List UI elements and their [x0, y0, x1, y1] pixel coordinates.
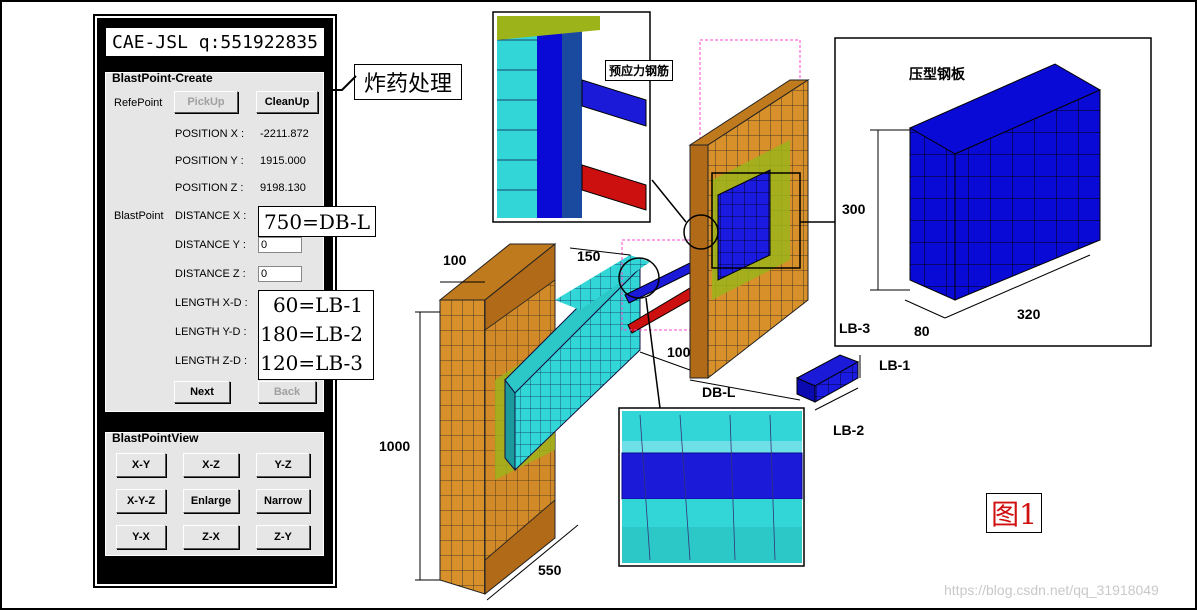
length-x-label: LENGTH X-D : — [175, 297, 248, 309]
inset-prestress — [492, 11, 651, 223]
narrow-button[interactable]: Narrow — [256, 489, 310, 513]
inset-section — [618, 407, 805, 567]
position-y-label: POSITION Y : — [175, 155, 244, 167]
dim-1000: 1000 — [379, 438, 411, 454]
dimension-lines — [415, 247, 801, 601]
figure-label: 图1 — [986, 493, 1042, 533]
enlarge-button[interactable]: Enlarge — [183, 489, 239, 513]
position-z-label: POSITION Z : — [175, 182, 244, 194]
distance-z-label: DISTANCE Z : — [175, 268, 246, 280]
distance-x-label: DISTANCE X : — [175, 210, 247, 222]
distance-x-callout: 750=DB-L — [258, 206, 376, 237]
next-button[interactable]: Next — [174, 381, 230, 403]
lb2-value: 180=LB-2 — [260, 322, 363, 346]
concrete-slab — [504, 254, 650, 472]
lb1-label: LB-1 — [879, 357, 911, 373]
create-legend: BlastPoint-Create — [112, 71, 213, 85]
distance-y-input[interactable]: 0 — [258, 237, 302, 253]
inset-steel-plate — [834, 37, 1152, 347]
view-xyz-button[interactable]: X-Y-Z — [116, 489, 166, 513]
lb3-label: LB-3 — [839, 320, 871, 336]
length-callout: 60=LB-1 180=LB-2 120=LB-3 — [258, 290, 374, 380]
dim-320: 320 — [1017, 306, 1041, 322]
lb2-label: LB-2 — [833, 422, 865, 438]
position-z-value: 9198.130 — [260, 182, 306, 194]
pickup-button[interactable]: PickUp — [174, 91, 238, 113]
view-xy-button[interactable]: X-Y — [116, 453, 166, 477]
lb-blocks — [795, 354, 861, 411]
dim-100-right: 100 — [667, 344, 691, 360]
position-x-label: POSITION X : — [175, 128, 245, 140]
position-y-value: 1915.000 — [260, 155, 306, 167]
back-button[interactable]: Back — [258, 381, 316, 403]
length-y-label: LENGTH Y-D : — [175, 326, 247, 338]
position-x-value: -2211.872 — [260, 128, 309, 140]
prestress-label: 预应力钢筋 — [605, 60, 674, 81]
view-xz-button[interactable]: X-Z — [183, 453, 239, 477]
lb1-value: 60=LB-1 — [272, 293, 363, 317]
view-yz-button[interactable]: Y-Z — [256, 453, 310, 477]
dim-550: 550 — [538, 562, 562, 578]
dim-100-left: 100 — [443, 252, 467, 268]
dim-150: 150 — [577, 248, 601, 264]
view-zy-button[interactable]: Z-Y — [256, 525, 310, 549]
view-zx-button[interactable]: Z-X — [183, 525, 239, 549]
watermark: https://blog.csdn.net/qq_31918049 — [944, 582, 1159, 598]
distance-z-input[interactable]: 0 — [258, 266, 302, 282]
distance-y-label: DISTANCE Y : — [175, 239, 246, 251]
callout-pointer — [332, 75, 357, 91]
view-yx-button[interactable]: Y-X — [116, 525, 166, 549]
view-legend: BlastPointView — [112, 431, 199, 445]
panel-title: CAE-JSL q:551922835 — [104, 26, 326, 58]
lb3-value: 120=LB-3 — [260, 351, 363, 375]
dim-80: 80 — [914, 323, 930, 339]
cleanup-button[interactable]: CleanUp — [256, 91, 318, 113]
explosive-callout: 炸药处理 — [354, 64, 462, 100]
steel-plate-label: 压型钢板 — [909, 66, 965, 82]
dim-300: 300 — [842, 201, 866, 217]
blastpoint-label: BlastPoint — [114, 210, 164, 222]
refepoint-label: RefePoint — [114, 97, 163, 109]
dbl-label: DB-L — [702, 384, 736, 400]
length-z-label: LENGTH Z-D : — [175, 355, 248, 367]
right-wall — [688, 79, 810, 380]
